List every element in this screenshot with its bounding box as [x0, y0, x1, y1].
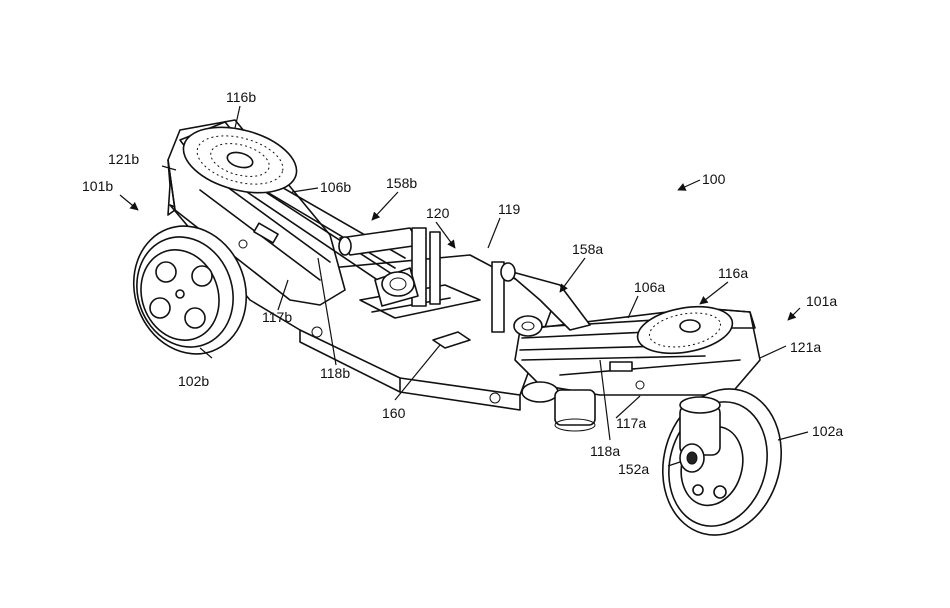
left-actuator — [338, 227, 441, 307]
label-101b: 101b — [82, 178, 113, 194]
label-160: 160 — [382, 405, 406, 421]
label-158b: 158b — [386, 175, 417, 191]
label-118b: 118b — [320, 365, 350, 381]
label-102b: 102b — [178, 373, 209, 389]
reference-labels: 100 101a 101b 102a 102b 106a 106b 116a 1… — [82, 89, 843, 477]
leader-lines — [119, 105, 809, 467]
label-100: 100 — [702, 171, 726, 187]
label-116a: 116a — [718, 265, 748, 281]
right-pulley-disc — [636, 305, 734, 355]
label-119: 119 — [498, 201, 521, 217]
label-117b: 117b — [262, 309, 292, 325]
label-102a: 102a — [812, 423, 843, 439]
right-actuator — [491, 261, 591, 337]
right-wheel — [661, 388, 783, 536]
label-121b: 121b — [108, 151, 139, 167]
caster-hub — [679, 396, 721, 473]
label-121a: 121a — [790, 339, 821, 355]
sensor-pad — [432, 331, 471, 349]
left-wheel — [132, 225, 248, 355]
label-116b: 116b — [226, 89, 256, 105]
left-pulley-disc — [179, 121, 298, 194]
label-106b: 106b — [320, 179, 351, 195]
label-118a: 118a — [590, 443, 620, 459]
label-117a: 117a — [616, 415, 646, 431]
label-120: 120 — [426, 205, 450, 221]
label-152a: 152a — [618, 461, 649, 477]
label-106a: 106a — [634, 279, 665, 295]
label-158a: 158a — [572, 241, 603, 257]
label-101a: 101a — [806, 293, 837, 309]
